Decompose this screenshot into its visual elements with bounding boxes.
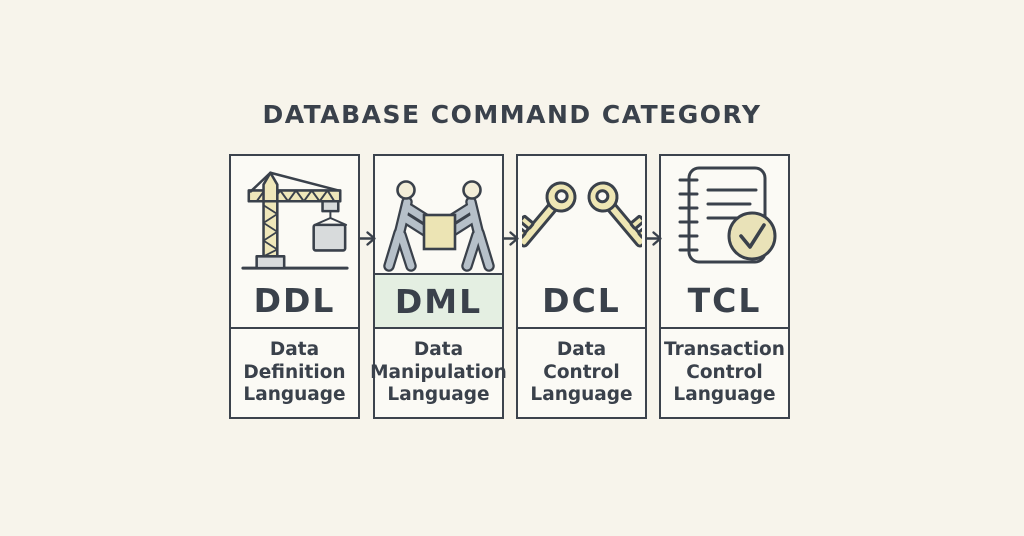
notebook-checkmark-icon	[678, 166, 776, 264]
workers-carrying-box-icon	[382, 180, 495, 272]
arrow-right-icon	[645, 231, 662, 246]
card-dml: DML Data Manipulation Language	[370, 154, 507, 419]
ddl-label: DDL	[253, 280, 336, 320]
arrow-right-icon	[502, 231, 519, 246]
dml-label: DML	[375, 273, 502, 327]
dml-full-name: Data Manipulation Language	[370, 327, 507, 417]
ddl-full-name: Data Definition Language	[231, 327, 358, 417]
tcl-full-name: Transaction Control Language	[661, 327, 788, 417]
card-tcl: TCL Transaction Control Language	[659, 154, 790, 419]
crane-icon	[240, 171, 349, 270]
card-dcl: DCL Data Control Language	[516, 154, 647, 419]
arrow-right-icon	[359, 231, 376, 246]
card-ddl: DDL Data Definition Language	[229, 154, 360, 419]
crossed-keys-icon	[521, 181, 642, 248]
dcl-full-name: Data Control Language	[518, 327, 645, 417]
page-title: DATABASE COMMAND CATEGORY	[262, 100, 762, 129]
dcl-label: DCL	[542, 280, 621, 320]
tcl-label: TCL	[687, 280, 762, 320]
